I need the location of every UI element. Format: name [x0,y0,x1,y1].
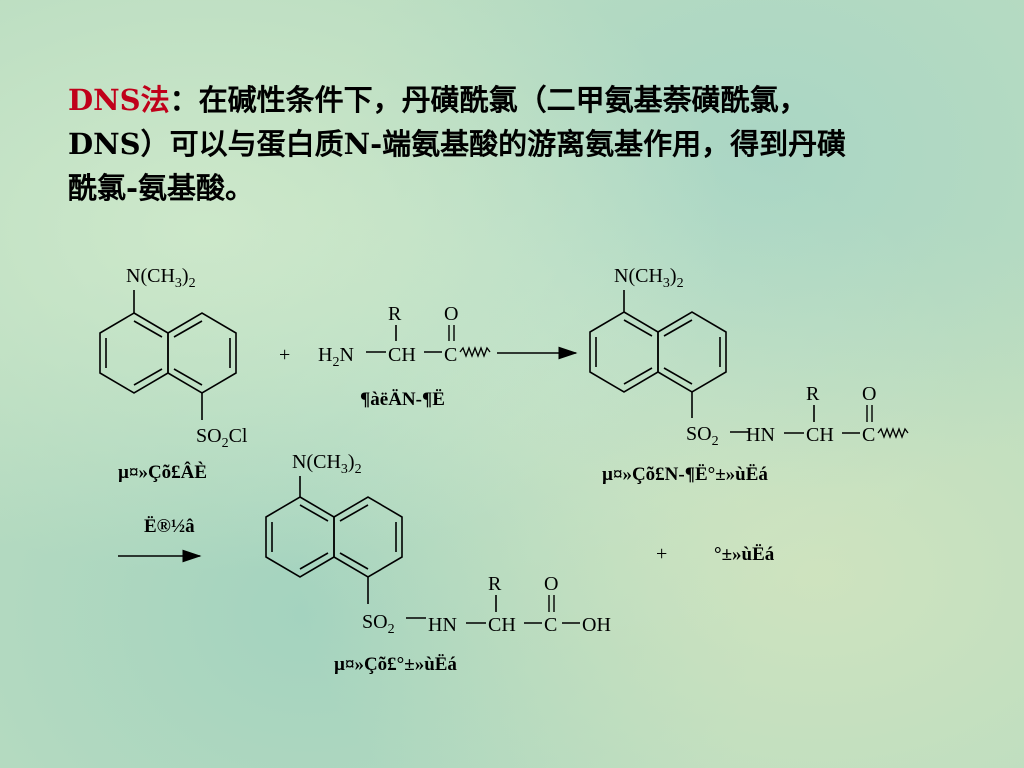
product2-label: µ¤»Çõ£°±»ùËá [334,654,457,675]
product1-hn-label: HN [746,424,775,446]
method-term: DNS法 [68,83,170,117]
product2-r-label: R [488,573,502,595]
product2-oh-label: OH [582,614,611,636]
amino-acid-label: °±»ùËá [714,544,775,565]
product2-hn-label: HN [428,614,457,636]
product-dns-peptide: N(CH3)2 SO2 HN CH R C O µ¤»Çõ£N-¶Ë°±»ùËá [589,265,909,485]
product2-ch-label: CH [488,614,516,636]
product2-so2-label: SO2 [362,611,395,637]
para-line2: DNS）可以与蛋白质N-端氨基酸的游离氨基作用，得到丹磺 [68,127,847,161]
carbonyl-oxygen-label: O [444,303,458,325]
product1-c-label: C [862,424,875,446]
hydrolysis-label: Ë®½â [144,516,195,537]
plus-sign: + [279,344,290,366]
amine-label: H2N [318,344,354,370]
product1-ch-label: CH [806,424,834,446]
alpha-carbon-label: CH [388,344,416,366]
side-chain-r-label: R [388,303,402,325]
para-line1: 在碱性条件下，丹磺酰氯（二甲氨基萘磺酰氯， [198,83,808,117]
peptide-n-terminus: H2N CH R C O ¶àëÄN-¶Ë [318,303,491,410]
product1-o-label: O [862,383,876,405]
reagent-so2cl-label: SO2Cl [196,425,248,451]
para-line3: 酰氯-氨基酸。 [68,171,255,205]
product2-c-label: C [544,614,557,636]
product1-label: µ¤»Çõ£N-¶Ë°±»ùËá [602,464,768,485]
product1-so2-label: SO2 [686,423,719,449]
product1-r-label: R [806,383,820,405]
naphthalene-ring [99,312,237,394]
product2-nme2-label: N(CH3)2 [292,451,362,477]
product2-o-label: O [544,573,558,595]
description-paragraph: DNS法：在碱性条件下，丹磺酰氯（二甲氨基萘磺酰氯， DNS）可以与蛋白质N-端… [68,78,968,210]
reagent-dansyl-chloride: N(CH3)2 SO2Cl µ¤»Çõ£ÂÈ [99,265,248,483]
reagent-nme2-label: N(CH3)2 [126,265,196,291]
peptide-label: ¶àëÄN-¶Ë [360,389,445,410]
plus-sign-2: + [656,543,667,565]
product1-nme2-label: N(CH3)2 [614,265,684,291]
product-dns-amino-acid: N(CH3)2 SO2 HN CH R C O OH µ¤»Çõ£°±»ùËá [265,451,611,675]
reagent-label: µ¤»Çõ£ÂÈ [118,461,207,483]
colon: ： [169,83,199,117]
naphthalene-ring [589,311,727,393]
carbonyl-carbon-label: C [444,344,457,366]
naphthalene-ring [265,496,403,578]
